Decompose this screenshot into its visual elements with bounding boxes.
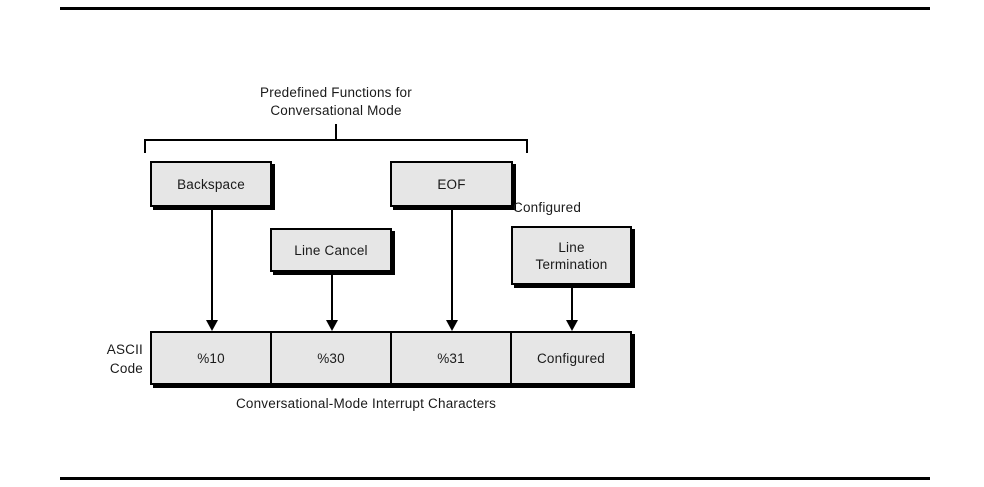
arrow-eof-to-cell xyxy=(444,207,460,331)
arrow-head-icon xyxy=(326,320,338,331)
page-rule-top xyxy=(60,7,930,10)
arrow-head-icon xyxy=(446,320,458,331)
ascii-code-cell: Configured xyxy=(536,350,606,366)
bracket-bar xyxy=(144,139,528,141)
ascii-code-cell: %10 xyxy=(152,333,272,383)
configured-note-label: Configured xyxy=(513,200,582,215)
predefined-functions-bracket xyxy=(144,139,528,153)
function-box-line-cancel: Line Cancel xyxy=(270,228,392,272)
ascii-code-table: %10 %30 %31 Configured xyxy=(150,331,632,385)
ascii-code-cell: %30 xyxy=(272,333,392,383)
function-box-backspace: Backspace xyxy=(150,161,272,207)
function-box-line-termination: Line Termination xyxy=(511,226,632,285)
bracket-stem xyxy=(335,124,337,140)
arrow-head-icon xyxy=(566,320,578,331)
bracket-tick-right xyxy=(526,139,528,153)
arrow-line-termination-to-cell xyxy=(564,285,580,331)
figure-caption: Conversational-Mode Interrupt Characters xyxy=(235,396,497,411)
arrow-shaft xyxy=(331,272,333,320)
page-rule-bottom xyxy=(60,477,930,480)
bracket-tick-left xyxy=(144,139,146,153)
figure-heading: Predefined Functions for Conversational … xyxy=(260,85,412,118)
function-box-eof: EOF xyxy=(390,161,513,207)
arrow-line-cancel-to-cell xyxy=(324,272,340,331)
ascii-code-cell: %31 xyxy=(392,333,512,383)
arrow-head-icon xyxy=(206,320,218,331)
arrow-backspace-to-cell xyxy=(204,207,220,331)
arrow-shaft xyxy=(211,207,213,320)
ascii-code-row-label: ASCII Code xyxy=(106,342,143,376)
arrow-shaft xyxy=(451,207,453,320)
arrow-shaft xyxy=(571,285,573,320)
